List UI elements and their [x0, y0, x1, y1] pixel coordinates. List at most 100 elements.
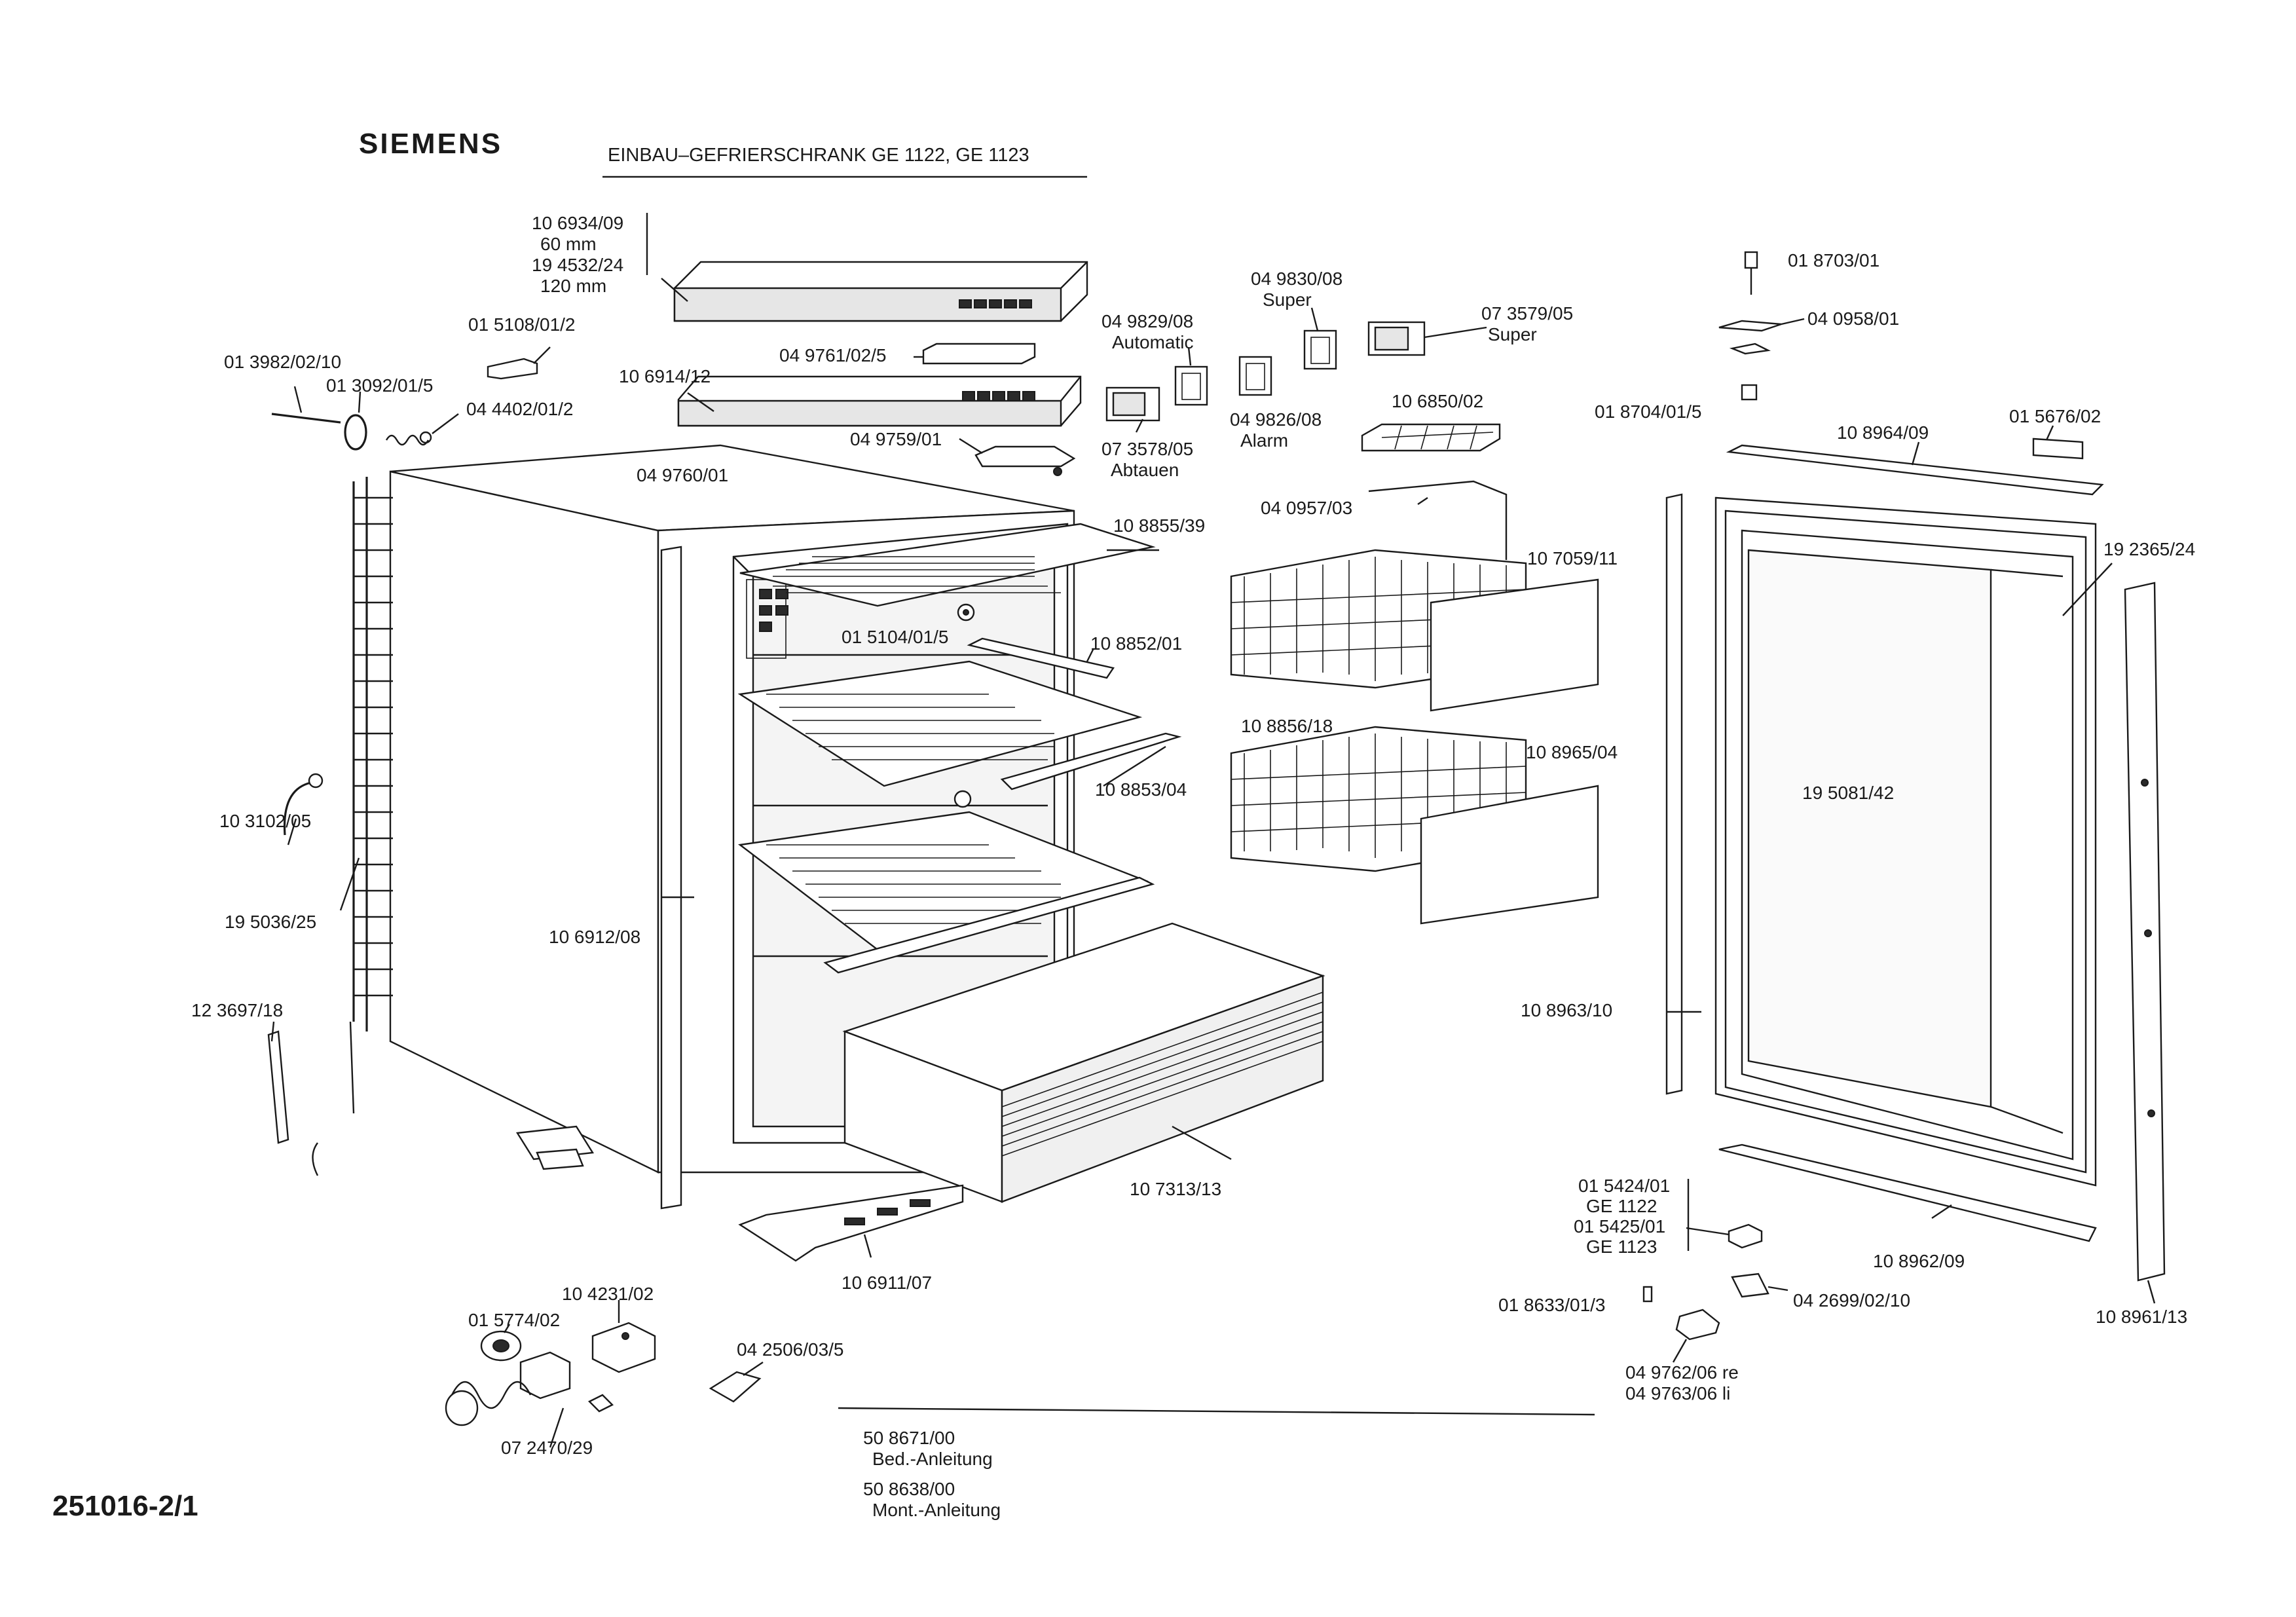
label-bed-anleitung: Bed.-Anleitung — [872, 1449, 993, 1469]
brand-logo: SIEMENS — [359, 128, 502, 160]
label-195081: 19 5081/42 — [1802, 783, 1894, 803]
label-106912: 10 6912/08 — [549, 927, 640, 947]
hose-103102 — [283, 773, 324, 846]
label-123697: 12 3697/18 — [191, 1000, 283, 1020]
part-labels: 10 6934/09 60 mm 19 4532/24 120 mm 01 51… — [191, 213, 2195, 1520]
bottom-rail-108962 — [1718, 1143, 2097, 1242]
button-049826 — [1238, 356, 1272, 396]
label-049759: 04 9759/01 — [850, 429, 942, 449]
door-seal-108964 — [1726, 441, 2104, 496]
label-018704: 01 8704/01/5 — [1595, 401, 1702, 422]
label-015774: 01 5774/02 — [468, 1310, 560, 1330]
label-super-1: Super — [1263, 289, 1312, 310]
ring-013092 — [344, 391, 367, 451]
basket-upper — [1230, 549, 1599, 712]
button-049829 — [1174, 346, 1208, 406]
label-107313: 10 7313/13 — [1130, 1179, 1221, 1199]
label-049826: 04 9826/08 — [1230, 409, 1322, 430]
label-042699: 04 2699/02/10 — [1793, 1290, 1910, 1310]
label-015676: 01 5676/02 — [2009, 406, 2101, 426]
shelf-mid — [737, 660, 1143, 787]
label-108964: 10 8964/09 — [1837, 422, 1929, 443]
label-018633: 01 8633/01/3 — [1498, 1295, 1606, 1315]
label-192365: 19 2365/24 — [2103, 539, 2195, 559]
manuals-separator — [838, 1407, 1595, 1416]
rail-108852 — [967, 637, 1115, 679]
label-013982: 01 3982/02/10 — [224, 352, 341, 372]
label-040958: 04 0958/01 — [1807, 308, 1899, 329]
label-108963: 10 8963/10 — [1521, 1000, 1612, 1020]
label-073579: 07 3579/05 — [1481, 303, 1573, 324]
label-106850: 10 6850/02 — [1392, 391, 1483, 411]
shelf-108855 — [739, 523, 1159, 607]
label-mont-anleitung: Mont.-Anleitung — [872, 1500, 1001, 1520]
basket-lower — [1230, 726, 1599, 925]
label-015425: 01 5425/01 — [1574, 1216, 1665, 1236]
rod-013982 — [271, 386, 341, 424]
label-alarm: Alarm — [1240, 430, 1288, 451]
switch-073579 — [1367, 321, 1487, 356]
bracket-049762 — [1672, 1309, 1720, 1363]
side-strip-108963 — [1665, 493, 1701, 1095]
label-108961: 10 8961/13 — [2096, 1307, 2187, 1327]
knob-015774 — [480, 1324, 522, 1362]
clip-042506 — [709, 1362, 764, 1403]
document-title: EINBAU–GEFRIERSCHRANK GE 1122, GE 1123 — [608, 145, 1029, 166]
knob-015104 — [954, 603, 975, 808]
door-panel — [1714, 496, 2097, 1187]
label-015676 — [2032, 425, 2084, 460]
label-108855: 10 8855/39 — [1113, 515, 1205, 536]
label-018703: 01 8703/01 — [1788, 250, 1879, 270]
label-120mm: 120 mm — [540, 276, 606, 296]
label-015424: 01 5424/01 — [1578, 1176, 1670, 1196]
label-ge1122: GE 1122 — [1586, 1196, 1657, 1216]
hinge-015424 — [1686, 1223, 1763, 1249]
rail-lower — [823, 876, 1155, 974]
door-seal-192365 — [2062, 563, 2113, 616]
label-040957: 04 0957/03 — [1261, 498, 1352, 518]
bracket-104231 — [591, 1300, 656, 1373]
rail-108853 — [1000, 732, 1182, 790]
spring-044402 — [385, 413, 459, 446]
label-106914: 10 6914/12 — [619, 366, 711, 386]
label-508671: 50 8671/00 — [863, 1428, 955, 1448]
pin-018704 — [1729, 343, 1771, 401]
thermostat-072470 — [445, 1351, 614, 1448]
label-108852: 10 8852/01 — [1090, 633, 1182, 654]
screw-018633 — [1642, 1286, 1653, 1303]
label-072470: 07 2470/29 — [501, 1438, 593, 1458]
plate-042699 — [1731, 1273, 1788, 1298]
label-106911: 10 6911/07 — [842, 1273, 932, 1293]
front-strip-106912 — [660, 546, 694, 1210]
label-106934: 10 6934/09 — [532, 213, 623, 233]
label-ge1123: GE 1123 — [1586, 1236, 1657, 1257]
basket-frame-040957 — [1368, 480, 1508, 560]
switch-073578 — [1105, 386, 1160, 433]
rail-106911 — [738, 1184, 964, 1262]
label-104231: 10 4231/02 — [562, 1284, 654, 1304]
bracket-049761 — [914, 343, 1036, 365]
label-automatic: Automatic — [1112, 332, 1194, 352]
label-108962: 10 8962/09 — [1873, 1251, 1965, 1271]
top-panel-lower — [677, 375, 1082, 427]
bracket-049759 — [959, 437, 1076, 476]
door-hinge-018703 — [1744, 251, 1758, 295]
label-60mm: 60 mm — [540, 234, 597, 254]
label-073578: 07 3578/05 — [1102, 439, 1193, 459]
button-049830 — [1303, 307, 1337, 370]
hinge-040958 — [1718, 318, 1805, 332]
label-super-2: Super — [1488, 324, 1537, 344]
tube-123697 — [267, 1021, 319, 1176]
label-195036: 19 5036/25 — [225, 912, 316, 932]
label-049760: 04 9760/01 — [637, 465, 728, 485]
label-108856: 10 8856/18 — [1241, 716, 1333, 736]
label-049761: 04 9761/02/5 — [779, 345, 887, 365]
label-042506: 04 2506/03/5 — [737, 1339, 844, 1360]
hinge-strip-108961 — [2124, 582, 2166, 1304]
label-049763: 04 9763/06 li — [1625, 1383, 1730, 1403]
base-bracket — [515, 1125, 595, 1170]
label-049762: 04 9762/06 re — [1625, 1362, 1739, 1383]
label-108853: 10 8853/04 — [1095, 779, 1187, 800]
label-108965: 10 8965/04 — [1526, 742, 1618, 762]
